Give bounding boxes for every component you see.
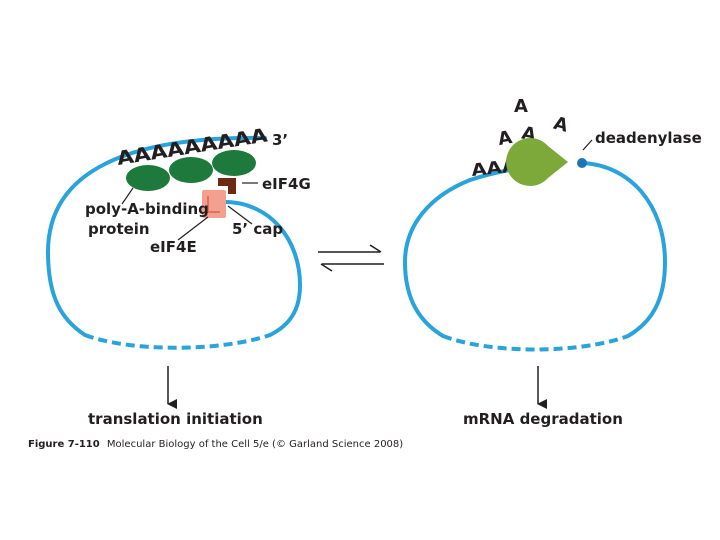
right-outcome-label: mRNA degradation — [463, 410, 623, 428]
pabp-label-line1: poly-A-binding — [85, 200, 209, 218]
left-outcome-label: translation initiation — [88, 410, 263, 428]
equilibrium-arrows — [318, 244, 384, 272]
figure-caption: Figure 7-110 Molecular Biology of the Ce… — [28, 439, 403, 450]
left-panel-translation: AAAAAAAAA 3’ eIF4G poly-A-binding protei… — [45, 124, 311, 428]
pabp-label-line2: protein — [88, 220, 150, 238]
pabp-protein-2 — [169, 157, 213, 183]
right-panel-degradation: A A A A AAAAA deadenylase mRNA degradati… — [402, 96, 702, 428]
right-strand-end-dot — [577, 158, 587, 168]
cap-label: 5’ cap — [232, 220, 283, 238]
cap-leader — [227, 205, 253, 225]
pabp-leader — [121, 187, 134, 205]
left-mrna-strand — [45, 135, 303, 337]
pabp-protein-1 — [126, 165, 170, 191]
deadenylase-label: deadenylase — [595, 129, 702, 147]
right-mrna-dashed-segment — [442, 334, 629, 352]
free-adenine-2: A — [496, 127, 513, 150]
eif4e-leader — [177, 216, 209, 241]
eif4e-label: eIF4E — [150, 238, 197, 256]
svg-text:Figure 7-110 Molecular B: Figure 7-110 Molecular Biology of the Ce… — [28, 439, 403, 450]
left-three-prime-label: 3’ — [272, 131, 288, 149]
eif4g-label: eIF4G — [262, 175, 311, 193]
free-adenine-4: A — [551, 113, 570, 137]
pabp-protein-3 — [212, 150, 256, 176]
left-mrna-dashed-segment — [84, 333, 271, 350]
free-adenine-1: A — [514, 96, 528, 117]
eif4e-pocket — [207, 196, 220, 213]
deadenylase-leader — [582, 139, 593, 151]
eif4g-protein — [218, 178, 236, 194]
figure-number: Figure 7-110 — [28, 439, 100, 450]
right-mrna-strand — [402, 161, 668, 338]
figure-source: Molecular Biology of the Cell 5/e (© Gar… — [107, 439, 403, 450]
deadenylase-enzyme — [506, 138, 568, 186]
